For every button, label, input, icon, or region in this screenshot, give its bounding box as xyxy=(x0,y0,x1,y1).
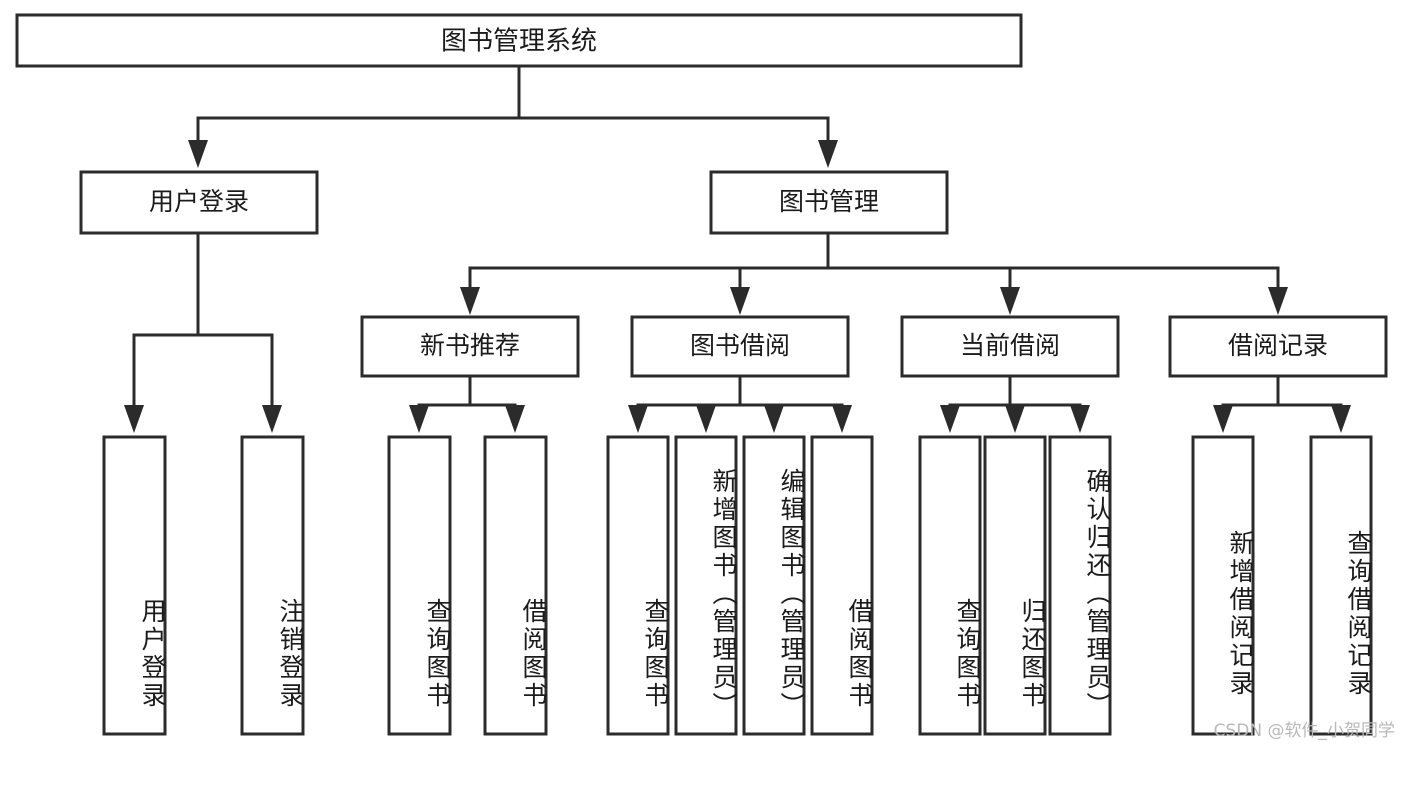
arrow-books-c2 xyxy=(730,287,750,315)
node-box-book-manage[interactable] xyxy=(709,170,949,235)
node-box-leaf-edit-book[interactable] xyxy=(742,435,806,736)
node-label-book-borrow: 图书借阅 xyxy=(690,331,790,360)
arrow-borrow-leaf-3 xyxy=(764,405,784,433)
diagram-root: 图书管理系统 用户登录 图书管理 新书推荐 图书借阅 当前借阅 借阅记录 xyxy=(15,13,1395,741)
node-box-root[interactable] xyxy=(15,13,1023,68)
node-box-leaf-query-record[interactable] xyxy=(1309,435,1373,736)
arrow-newbook-leaf-1 xyxy=(409,405,429,433)
node-box-leaf-query-book-1[interactable] xyxy=(387,435,452,736)
node-label-current-borrow: 当前借阅 xyxy=(960,331,1060,360)
arrow-login-leaf-2 xyxy=(262,405,282,433)
node-box-borrow-record[interactable] xyxy=(1168,315,1388,378)
arrow-books-c4 xyxy=(1268,287,1288,315)
node-label-borrow-record: 借阅记录 xyxy=(1228,331,1328,360)
arrow-books-c1 xyxy=(460,287,480,315)
node-box-leaf-return-book[interactable] xyxy=(983,435,1047,736)
node-box-new-book[interactable] xyxy=(360,315,580,378)
node-box-leaf-add-book[interactable] xyxy=(674,435,738,736)
arrow-current-leaf-1 xyxy=(940,405,960,433)
arrow-current-leaf-3 xyxy=(1070,405,1090,433)
node-box-leaf-logout[interactable] xyxy=(240,435,305,736)
node-box-current-borrow[interactable] xyxy=(900,315,1120,378)
node-box-leaf-add-record[interactable] xyxy=(1191,435,1255,736)
node-box-leaf-query-book-2[interactable] xyxy=(606,435,670,736)
connector-layer xyxy=(124,64,1351,433)
node-label-new-book: 新书推荐 xyxy=(420,331,520,360)
arrow-borrow-leaf-4 xyxy=(832,405,852,433)
node-box-book-borrow[interactable] xyxy=(630,315,850,378)
arrow-record-leaf-2 xyxy=(1331,405,1351,433)
arrow-borrow-leaf-2 xyxy=(696,405,716,433)
node-label-user-login: 用户登录 xyxy=(149,187,249,216)
node-label-book-manage: 图书管理 xyxy=(779,187,879,216)
node-label-root: 图书管理系统 xyxy=(441,27,597,57)
node-box-leaf-borrow-book-1[interactable] xyxy=(483,435,548,736)
arrow-borrow-leaf-1 xyxy=(628,405,648,433)
node-box-leaf-user-login[interactable] xyxy=(102,435,167,736)
node-box-leaf-borrow-book-2[interactable] xyxy=(810,435,874,736)
arrow-root-to-login xyxy=(188,140,208,168)
arrow-books-c3 xyxy=(1000,287,1020,315)
watermark: CSDN @软件_小贺同学 xyxy=(1213,721,1395,741)
diagram-canvas: 图书管理系统 用户登录 图书管理 新书推荐 图书借阅 当前借阅 借阅记录 xyxy=(15,13,1388,736)
node-box-leaf-query-book-3[interactable] xyxy=(918,435,982,736)
arrow-login-leaf-1 xyxy=(124,405,144,433)
arrow-record-leaf-1 xyxy=(1213,405,1233,433)
arrow-root-to-books xyxy=(818,140,838,168)
node-box-leaf-confirm-return[interactable] xyxy=(1048,435,1112,736)
node-box-user-login[interactable] xyxy=(79,170,319,235)
node-layer: 图书管理系统 用户登录 图书管理 新书推荐 图书借阅 当前借阅 借阅记录 xyxy=(15,13,1388,736)
arrow-newbook-leaf-2 xyxy=(505,405,525,433)
arrow-current-leaf-2 xyxy=(1005,405,1025,433)
